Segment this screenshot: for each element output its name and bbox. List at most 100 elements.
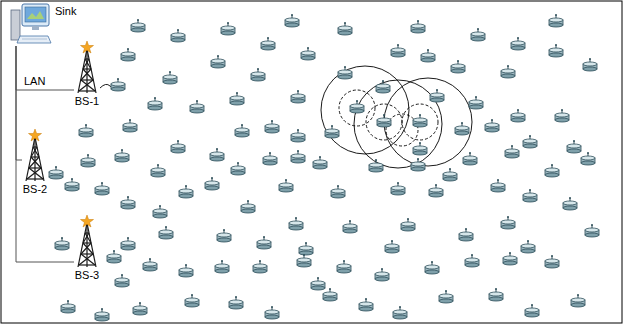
sensor-node (413, 114, 427, 127)
sensor-node (350, 100, 364, 113)
sensor-node (523, 189, 537, 202)
sensor-node (459, 228, 473, 241)
sensing-circle (402, 104, 438, 140)
sensor-node (525, 304, 539, 317)
sensing-circle (386, 114, 418, 146)
base-station-tower (22, 128, 48, 182)
sensor-node (148, 97, 162, 110)
sensor-node (393, 306, 407, 319)
sensor-node (425, 261, 439, 274)
sensor-node (279, 179, 293, 192)
sensor-node (311, 277, 325, 290)
sensor-node (123, 119, 137, 132)
sensor-node (505, 145, 519, 158)
sensor-node (291, 90, 305, 103)
sensor-node (430, 89, 444, 102)
sensor-node (369, 159, 383, 172)
sensor-node (491, 179, 505, 192)
sensing-circle (366, 104, 402, 140)
label-group: BS-2 (23, 183, 47, 196)
coverage-circles (321, 66, 472, 168)
lan-wire (16, 46, 22, 160)
sensor-node (171, 29, 185, 42)
sensor-node (338, 66, 352, 79)
sink-label: Sink (55, 5, 76, 18)
sensor-node (563, 197, 577, 210)
sink-computer: Sink (10, 2, 76, 46)
sensor-node (291, 150, 305, 163)
sensor-node (549, 14, 563, 27)
station-label: BS-3 (75, 269, 99, 282)
sensor-node (265, 306, 279, 319)
sensor-node (411, 158, 425, 171)
sensor-node (489, 288, 503, 301)
sensor-node (501, 216, 515, 229)
base-station: BS-1 (74, 40, 100, 108)
sensor-node (297, 254, 311, 267)
sensor-node (451, 60, 465, 73)
sensor-node (521, 240, 535, 253)
sensor-node (230, 92, 244, 105)
edge-label: LAN (23, 75, 46, 88)
sensing-circle (339, 90, 375, 126)
range-circle (384, 78, 472, 166)
sensor-node (179, 264, 193, 277)
sensor-node (555, 109, 569, 122)
sensor-node (571, 294, 585, 307)
sensor-node (253, 260, 267, 273)
sensor-node (471, 28, 485, 41)
sensor-node (377, 114, 391, 127)
sensor-node (205, 177, 219, 190)
sensor-node (391, 182, 405, 195)
sensor-node (121, 196, 135, 209)
sensor-node (143, 258, 157, 271)
sensor-node (325, 125, 339, 138)
sensor-node (455, 122, 469, 135)
sensor-node (443, 168, 457, 181)
sensor-node (501, 65, 515, 78)
sensor-node (511, 109, 525, 122)
label-group: BS-1 (75, 95, 99, 108)
sensor-node (235, 124, 249, 137)
sensor-node (65, 178, 79, 191)
sensor-node (185, 294, 199, 307)
sensor-node (375, 268, 389, 281)
sensor-node (391, 44, 405, 57)
sensor-node (343, 220, 357, 233)
sensor-node (121, 237, 135, 250)
sensor-node (55, 237, 69, 250)
sensor-node (545, 164, 559, 177)
sensor-node (221, 22, 235, 35)
sensor-node (115, 149, 129, 162)
sensor-node (251, 68, 265, 81)
sensor-node (153, 205, 167, 218)
station-label: BS-1 (75, 95, 99, 108)
sensor-node (289, 217, 303, 230)
sensor-node (81, 154, 95, 167)
sensor-node (385, 240, 399, 253)
sensor-node (523, 135, 537, 148)
sensor-node (95, 308, 109, 321)
sensor-node (211, 55, 225, 68)
sensor-node (511, 37, 525, 50)
sensor-node (338, 22, 352, 35)
sensor-node (131, 19, 145, 32)
sensor-node (549, 44, 563, 57)
sensor-node (151, 164, 165, 177)
lan-wire (16, 46, 74, 262)
sensor-node (503, 252, 517, 265)
sensor-node (115, 274, 129, 287)
sensor-node (231, 162, 245, 175)
sensor-node (429, 184, 443, 197)
sensor-node (217, 229, 231, 242)
sensor-node (159, 226, 173, 239)
sensor-node (567, 140, 581, 153)
sensor-node (585, 224, 599, 237)
sensor-node (111, 78, 125, 91)
sensor-node (291, 129, 305, 142)
sensor-nodes (49, 14, 599, 321)
sensor-node (411, 20, 425, 33)
sensor-node (285, 14, 299, 27)
sensor-node (163, 71, 177, 84)
